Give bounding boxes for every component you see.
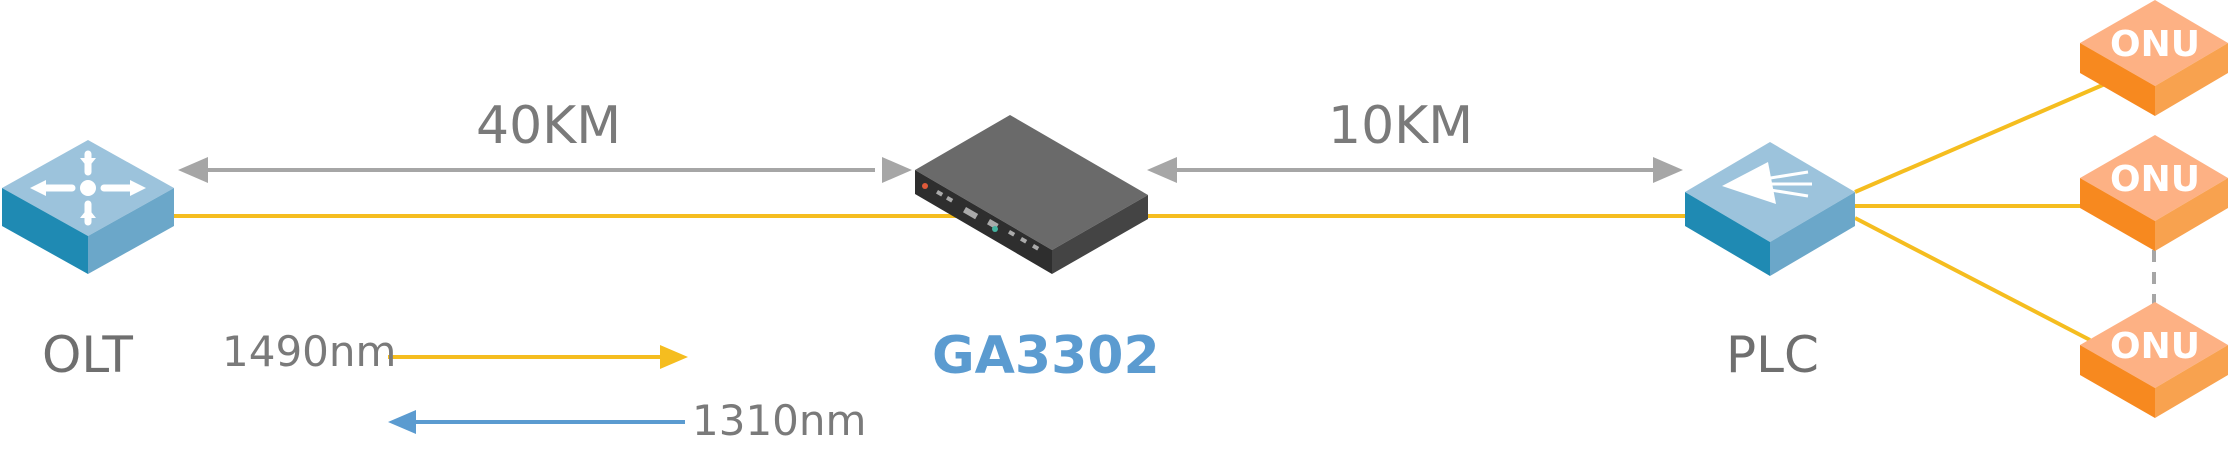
fiber-lines	[170, 82, 2106, 342]
onu-box-icon: ONU	[2080, 302, 2228, 418]
distance-label-40km: 40KM	[476, 96, 622, 156]
onu-box-icon: ONU	[2080, 0, 2228, 116]
distance-label-10km: 10KM	[1328, 96, 1474, 156]
upstream-arrow-1310nm	[388, 410, 685, 434]
ga3302-device-icon	[915, 115, 1148, 274]
onu-label-1: ONU	[2110, 24, 2200, 65]
fiber-plc-onu-1	[1854, 82, 2106, 194]
downstream-arrow-1490nm	[388, 345, 688, 369]
plc-label: PLC	[1726, 326, 1819, 384]
distance-arrow-10km	[1147, 157, 1683, 183]
device-label: GA3302	[932, 326, 1160, 386]
olt-switch-icon	[2, 140, 174, 274]
onu-box-icon: ONU	[2080, 135, 2228, 251]
onu-label-3: ONU	[2110, 326, 2200, 367]
downstream-wavelength-label: 1490nm	[222, 327, 397, 376]
plc-splitter-icon	[1685, 142, 1855, 276]
fiber-plc-onu-3	[1854, 216, 2091, 342]
onu-label-2: ONU	[2110, 159, 2200, 200]
distance-arrow-40km	[178, 157, 912, 183]
upstream-wavelength-label: 1310nm	[692, 396, 867, 445]
olt-label: OLT	[42, 326, 133, 384]
